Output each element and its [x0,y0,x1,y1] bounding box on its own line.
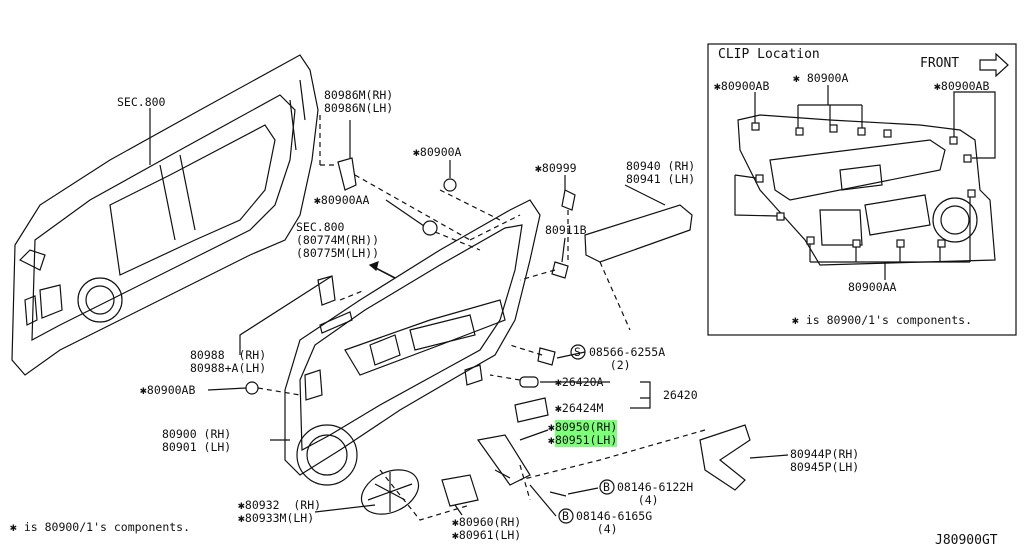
label-80940: 80940 (RH) 80941 (LH) [626,159,696,186]
clip-label-80900ab-left: ✱80900AB [714,79,770,93]
clip-box-footnote: ✱ is 80900/1's components. [792,313,973,327]
lamp-26424m-shape [514,397,549,423]
clip-label-80900a: ✱ 80900A [793,71,849,85]
b-circle-marker-2 [558,508,574,524]
part-80988-shape [317,275,336,306]
label-b-marker-1: B [603,480,610,494]
label-26424m: ✱26424M [555,401,604,415]
label-80944: 80944P(RH) 80945P(LH) [790,447,860,474]
screw-08566-shape [537,347,556,366]
leaders-solid [207,120,789,517]
door-trim-shape [284,199,541,486]
label-80951: ✱80951(LH) [548,433,618,447]
screw-08146-shape [494,469,567,497]
clip-label-80900ab-right: ✱80900AB [934,79,990,93]
part-80986-shape [337,157,357,191]
label-80986: 80986M(RH) 80986N(LH) [324,88,394,115]
clip-markers [751,122,976,248]
label-80999: ✱80999 [535,161,577,175]
label-80911b: 80911B [545,223,587,237]
highlight-80951: 80951(LH) [554,433,618,447]
dashed-guides [257,115,706,521]
label-26420: 26420 [663,388,698,402]
label-08146-6165g: 08146-6165G (4) [576,509,653,536]
speaker-grille-80932-shape [360,469,420,515]
clip-label-80900aa: 80900AA [848,280,897,294]
label-80900a: ✱80900A [413,145,462,159]
highlight-80950: 80950(RH) [554,420,618,434]
label-sec800-mid: SEC.800 (80774M(RH)) (80775M(LH)) [296,220,380,260]
label-80900: 80900 (RH) 80901 (LH) [162,427,232,454]
label-80932: ✱80932 (RH) ✱80933M(LH) [238,498,322,525]
clip-80900a-shape [443,178,457,192]
clip-80900aa-shape [422,220,438,236]
clip-box-door-trim [737,114,996,266]
diagram-code: J80900GT [935,533,998,548]
s-circle-marker [570,344,586,360]
part-80960-shape [441,474,479,507]
clip-leaders [734,85,996,280]
door-frame-shape [11,54,319,376]
label-26420a: ✱26420A [555,375,604,389]
b-circle-marker-1 [599,479,615,495]
bulb-26420a-shape [519,376,539,388]
clip-location-box [707,43,1017,336]
label-80900aa: ✱80900AA [314,193,370,207]
label-08146-6122h: 08146-6122H (4) [617,480,694,507]
label-80900ab: ✱80900AB [140,383,196,397]
clip-box-title: CLIP Location [718,47,820,62]
clip-80900ab-shape [245,381,259,395]
handle-80950-shape [476,434,531,486]
part-80999-shape [561,189,576,211]
front-label: FRONT [920,56,960,71]
label-s-marker: S [574,345,581,359]
footnote-left: ✱ is 80900/1's components. [10,520,191,534]
label-b-marker-2: B [562,509,569,523]
armrest-80940-shape [584,204,693,263]
label-sec800-top: SEC.800 [117,95,166,109]
finisher-80944-shape [699,424,751,491]
label-08566: 08566-6255A (2) [589,345,666,372]
label-80960: ✱80960(RH) ✱80961(LH) [452,515,522,542]
label-80988: 80988 (RH) 80988+A(LH) [190,348,267,375]
label-80950: ✱80950(RH) [548,420,618,434]
front-arrow [979,52,1009,78]
